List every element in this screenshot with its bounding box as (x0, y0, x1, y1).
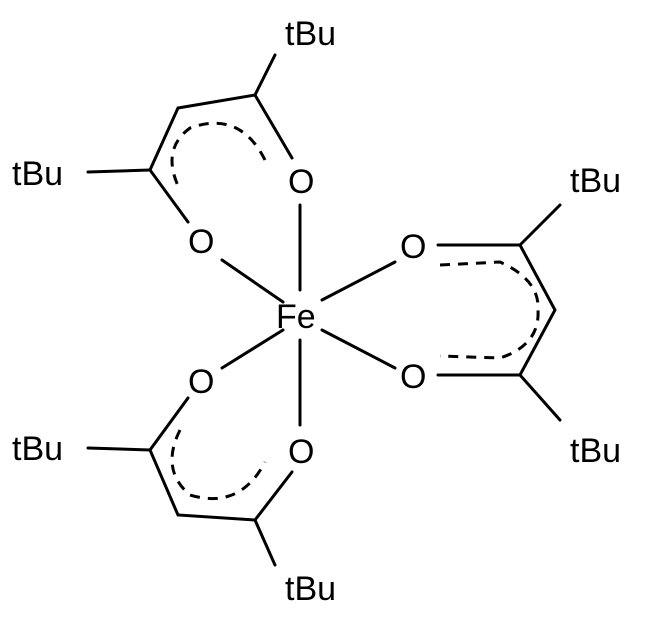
tbu-label: tBu (12, 430, 63, 468)
fe-o-bond (220, 258, 285, 304)
delocalized-arc (439, 260, 540, 360)
tbu-bond (518, 373, 562, 422)
tbu-bond (518, 203, 562, 247)
delocalized-arc (170, 429, 267, 500)
tbu-bond (253, 518, 277, 567)
tbu-label: tBu (570, 432, 621, 470)
fe-o-bond (320, 260, 397, 302)
tbu-label: tBu (285, 15, 336, 53)
fe-o-bond (320, 328, 397, 370)
tbu-label: tBu (285, 570, 336, 608)
oxygen-label: O (188, 223, 214, 261)
tbu-bond (86, 168, 152, 174)
tbu-bond (253, 53, 277, 97)
oxygen-label: O (288, 163, 314, 201)
bonds (86, 53, 562, 567)
atom-labels: Fe O O O O O O tBu tBu tBu tBu tBu tBu (12, 15, 621, 608)
ligand-top (148, 93, 294, 224)
oxygen-label: O (288, 433, 314, 471)
fe-o-bond (220, 328, 285, 370)
tbu-bond (86, 446, 152, 452)
tbu-label: tBu (570, 162, 621, 200)
delocalized-arc (170, 121, 267, 191)
ligand-right (436, 243, 557, 377)
oxygen-label: O (400, 228, 426, 266)
ligand-bottom (148, 396, 294, 522)
oxygen-label: O (188, 363, 214, 401)
tbu-label: tBu (12, 155, 63, 193)
oxygen-label: O (400, 358, 426, 396)
iron-label: Fe (276, 298, 316, 336)
